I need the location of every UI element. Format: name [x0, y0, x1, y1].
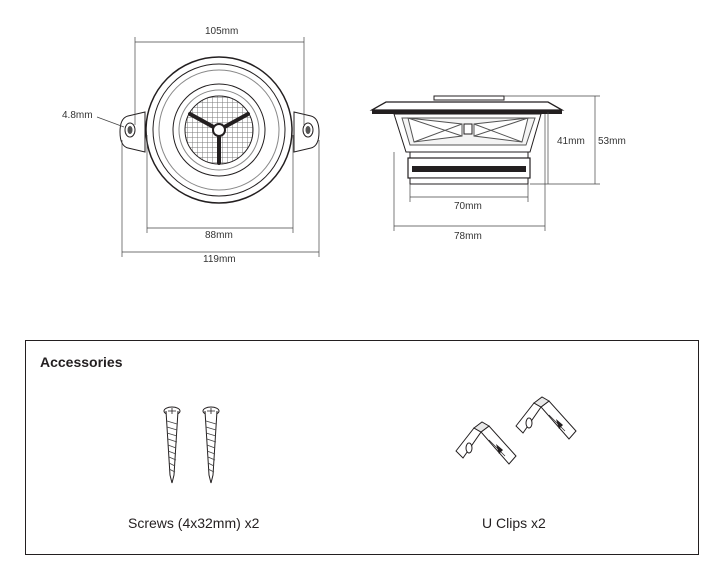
screws-label: Screws (4x32mm) x2: [128, 515, 260, 531]
accessories-panel: Accessories Screws: [25, 340, 699, 555]
speaker-dimension-drawing: [96, 37, 600, 257]
front-view: [96, 37, 320, 257]
dim-78mm-label: 78mm: [454, 231, 482, 242]
accessories-title: Accessories: [40, 354, 123, 370]
dim-70mm-label: 70mm: [454, 201, 482, 212]
dim-hole-label: 4.8mm: [62, 110, 93, 121]
u-clips-label: U Clips x2: [482, 515, 546, 531]
dim-119mm-label: 119mm: [203, 254, 236, 265]
dim-88mm-label: 88mm: [205, 230, 233, 241]
dim-53mm-label: 53mm: [598, 136, 626, 147]
screw-icon: [163, 406, 220, 484]
u-clip-icon: [455, 396, 577, 465]
dim-105mm-label: 105mm: [205, 26, 239, 37]
side-view: [369, 95, 600, 231]
dim-41mm-label: 41mm: [557, 136, 585, 147]
